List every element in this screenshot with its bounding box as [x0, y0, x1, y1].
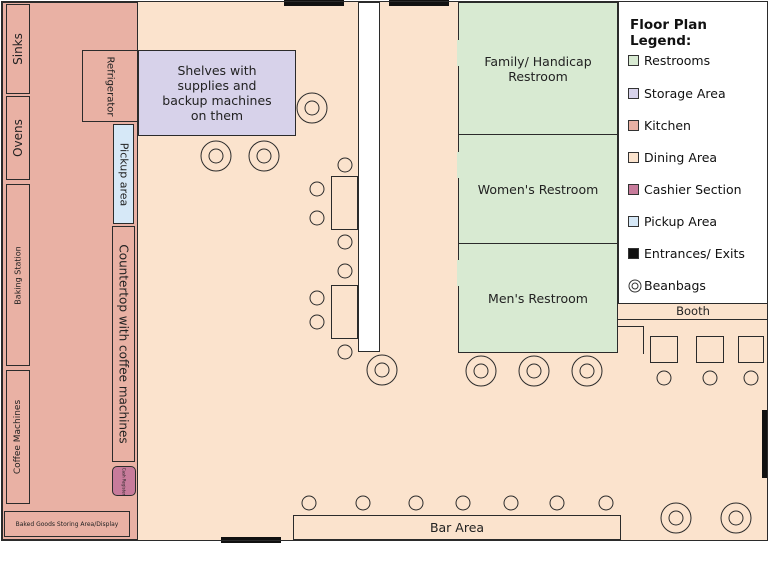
beanbag-icon	[465, 355, 497, 387]
chair	[337, 234, 353, 250]
bar-stool	[598, 495, 614, 511]
restroom-door	[457, 152, 461, 178]
beanbag-icon	[366, 354, 398, 386]
chair	[743, 370, 759, 386]
baking-station: Baking Station	[6, 184, 30, 366]
booth-label: Booth	[676, 304, 710, 318]
legend-swatch	[628, 55, 639, 66]
beanbag-icon	[518, 355, 550, 387]
booth-table	[650, 336, 678, 363]
legend-item-cashier: Cashier Section	[628, 182, 742, 197]
beanbag-icon	[200, 140, 232, 172]
bar-area: Bar Area	[293, 515, 621, 540]
mens-restroom-label: Men's Restroom	[488, 290, 588, 306]
booth-table	[696, 336, 724, 363]
exit-top-right[interactable]	[389, 0, 449, 6]
chair	[337, 157, 353, 173]
legend-label: Dining Area	[644, 150, 718, 165]
beanbag-icon	[720, 502, 752, 534]
beanbag-icon	[571, 355, 603, 387]
legend-label: Beanbags	[644, 278, 706, 293]
legend-item-kitchen: Kitchen	[628, 118, 691, 133]
family-restroom: Family/ Handicap Restroom	[458, 2, 618, 135]
legend-swatch	[628, 248, 639, 259]
exit-top-left[interactable]	[284, 0, 344, 6]
legend-label: Entrances/ Exits	[644, 246, 745, 261]
legend-label: Storage Area	[644, 86, 726, 101]
sinks-station: Sinks	[6, 4, 30, 94]
womens-restroom-label: Women's Restroom	[477, 181, 599, 197]
legend-item-exits: Entrances/ Exits	[628, 246, 745, 261]
legend-swatch	[628, 216, 639, 227]
bar-stool	[549, 495, 565, 511]
bar-stool	[503, 495, 519, 511]
chair	[702, 370, 718, 386]
legend-item-storage: Storage Area	[628, 86, 726, 101]
chair	[309, 314, 325, 330]
partition-wall	[358, 2, 380, 352]
legend-swatch	[628, 152, 639, 163]
beanbag-icon	[248, 140, 280, 172]
legend-title: Floor Plan Legend:	[630, 17, 707, 49]
beanbag-icon	[628, 279, 642, 292]
bar-stool	[301, 495, 317, 511]
family-restroom-label: Family/ Handicap Restroom	[484, 53, 592, 84]
storage-label: Shelves with supplies and backup machine…	[162, 63, 272, 123]
legend-item-dining: Dining Area	[628, 150, 717, 165]
chair	[337, 344, 353, 360]
legend-label: Pickup Area	[644, 214, 718, 229]
baked-goods-label: Baked Goods Storing Area/Display	[15, 520, 119, 528]
kitchen-area	[2, 2, 138, 540]
storage-area: Shelves with supplies and backup machine…	[138, 50, 296, 136]
legend-swatch	[628, 120, 639, 131]
exit-right[interactable]	[762, 410, 768, 478]
chair	[309, 181, 325, 197]
legend-label: Cashier Section	[644, 182, 742, 197]
booth-edge	[618, 326, 644, 354]
legend-label: Restrooms	[644, 53, 711, 68]
baked-goods-display: Baked Goods Storing Area/Display	[4, 511, 130, 537]
booth-table	[738, 336, 764, 363]
pickup-area: Pickup area	[113, 124, 134, 224]
womens-restroom: Women's Restroom	[458, 134, 618, 244]
legend-swatch	[628, 184, 639, 195]
chair	[309, 210, 325, 226]
cash-register: Cash Register	[112, 466, 136, 496]
legend-box	[618, 2, 768, 304]
bar-stool	[455, 495, 471, 511]
chair	[309, 290, 325, 306]
booth-outline	[618, 319, 768, 355]
beanbag-icon	[296, 92, 328, 124]
legend-item-restrooms: Restrooms	[628, 53, 710, 68]
coffee-machines-station: Coffee Machines	[6, 370, 30, 504]
ovens-station: Ovens	[6, 96, 30, 180]
legend-item-beanbags: Beanbags	[628, 278, 706, 293]
dining-table	[331, 176, 358, 230]
refrigerator: Refrigerator	[82, 50, 138, 122]
countertop: Countertop with coffee machines	[112, 226, 135, 462]
chair	[337, 263, 353, 279]
bar-area-label: Bar Area	[429, 520, 485, 535]
bar-stool	[408, 495, 424, 511]
chair	[656, 370, 672, 386]
bar-stool	[355, 495, 371, 511]
legend-item-pickup: Pickup Area	[628, 214, 717, 229]
restroom-door	[457, 40, 461, 66]
beanbag-icon	[660, 502, 692, 534]
legend-label: Kitchen	[644, 118, 691, 133]
dining-table	[331, 285, 358, 339]
mens-restroom: Men's Restroom	[458, 243, 618, 353]
restroom-door	[457, 260, 461, 286]
legend-swatch	[628, 88, 639, 99]
